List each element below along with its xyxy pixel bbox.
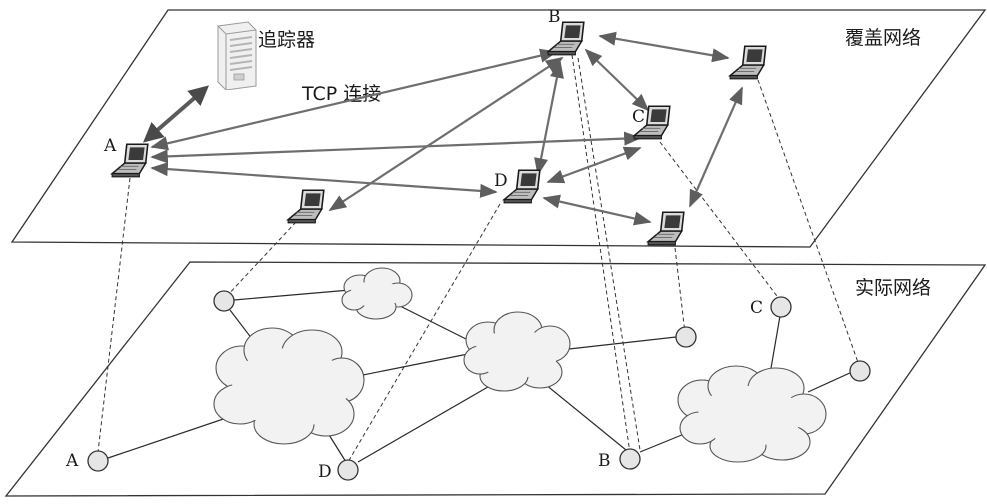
peer-b: B — [547, 7, 585, 56]
overlay-network-label: 覆盖网络 — [845, 27, 921, 49]
peer-d: D — [494, 169, 541, 204]
link-cloudmid-hostB — [539, 379, 627, 451]
link-r3-cloudright — [807, 371, 853, 393]
tcp-connections — [150, 31, 744, 226]
link-hostC-cloudright — [769, 315, 781, 375]
cloud-big — [213, 327, 365, 445]
host-d — [337, 459, 359, 481]
link-hostD-cloudmid — [357, 379, 501, 463]
peer-label-d: D — [494, 171, 508, 191]
link-cloudsmall-cloudmid — [397, 304, 479, 346]
tracker-server-icon — [217, 21, 257, 90]
mapping-d — [347, 203, 501, 463]
cloud-right — [677, 365, 827, 463]
tcp-b-f — [598, 31, 730, 63]
router-top-left — [213, 290, 235, 312]
mapping-e — [224, 221, 297, 299]
peer-host-mappings — [97, 54, 861, 463]
tcp-d-g — [542, 194, 652, 226]
host-label-b: B — [598, 451, 611, 471]
router-far-right — [849, 360, 871, 382]
host-b — [619, 448, 641, 470]
mapping-a — [97, 177, 131, 453]
tcp-b-e — [328, 57, 564, 211]
link-r1-cloud-small — [233, 289, 351, 301]
peer-label-a: A — [103, 136, 117, 156]
cloud-small — [341, 267, 413, 320]
physical-nodes — [87, 290, 871, 481]
peer-label-c: C — [632, 107, 645, 127]
router-right-middle — [675, 326, 697, 348]
mapping-b2 — [577, 57, 641, 451]
peer-c: C — [632, 105, 671, 140]
host-label-d: D — [318, 462, 332, 482]
cloud-middle — [463, 311, 571, 392]
host-label-a: A — [65, 451, 79, 471]
tcp-c-d — [546, 146, 642, 184]
mapping-c — [659, 141, 781, 301]
host-label-c: C — [750, 298, 763, 318]
tcp-b-d — [534, 60, 564, 176]
link-cloudmid-r2 — [559, 336, 677, 351]
physical-links — [107, 289, 853, 463]
link-hostA-cloud-big — [107, 411, 245, 459]
host-c — [770, 296, 792, 318]
host-a — [87, 450, 109, 472]
physical-network-label: 实际网络 — [855, 277, 931, 299]
tracker-label: 追踪器 — [258, 29, 315, 51]
peer-label-b: B — [548, 7, 561, 27]
tcp-f-g — [688, 86, 744, 208]
mapping-g — [674, 247, 686, 334]
mapping-f — [757, 79, 861, 369]
tcp-b-c — [584, 48, 650, 112]
peer-a: A — [103, 136, 149, 178]
